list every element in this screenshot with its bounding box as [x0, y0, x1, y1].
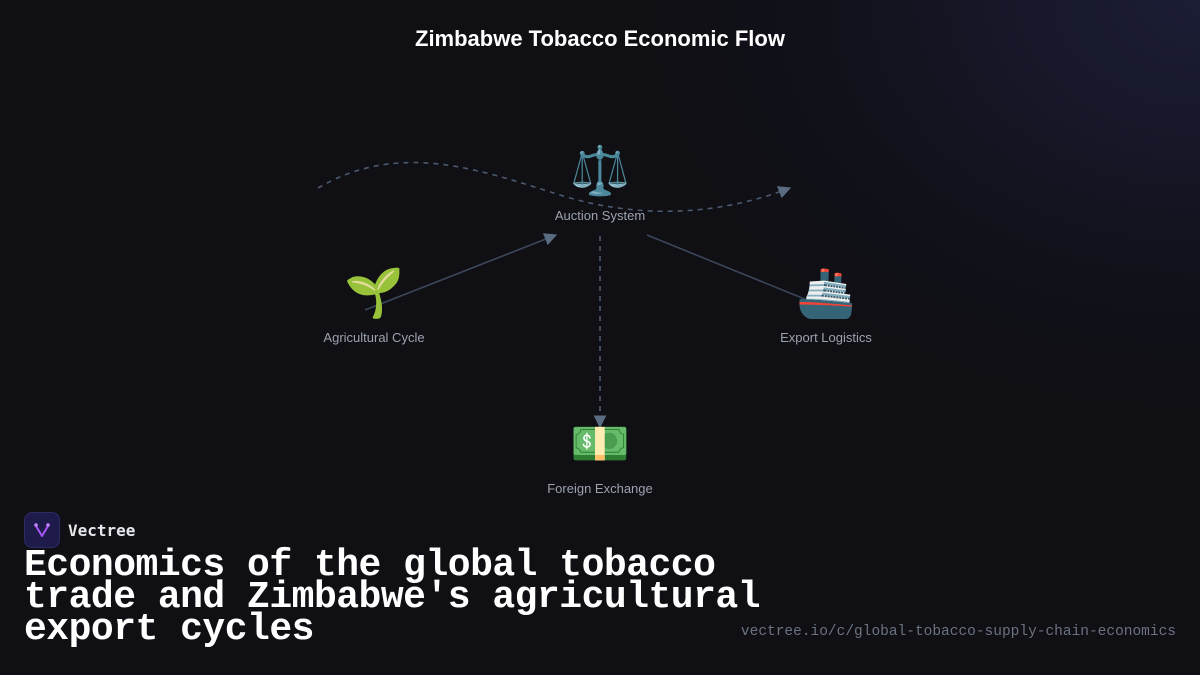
node-label: Export Logistics [780, 330, 872, 345]
node-label: Agricultural Cycle [323, 330, 425, 345]
page-url[interactable]: vectree.io/c/global-tobacco-supply-chain… [740, 624, 1176, 640]
balance-scale-icon: ⚖️ [570, 145, 630, 198]
node-export-logistics[interactable]: 🚢 Export Logistics [746, 266, 906, 345]
diagram-title: Zimbabwe Tobacco Economic Flow [415, 26, 785, 51]
headline: Economics of the global tobacco trade an… [24, 544, 761, 651]
node-foreign-exchange[interactable]: 💵 Foreign Exchange [520, 417, 680, 496]
node-auction-system[interactable]: ⚖️ Auction System [520, 144, 680, 223]
node-label: Auction System [554, 208, 646, 223]
ship-icon: 🚢 [796, 267, 856, 320]
edge-auction-to-export [646, 234, 813, 303]
seedling-icon: 🌱 [344, 267, 404, 320]
edge-agri-to-auction [364, 233, 558, 311]
node-agricultural-cycle[interactable]: 🌱 Agricultural Cycle [294, 266, 454, 345]
edge-agri-to-export-curve [317, 161, 792, 213]
brand[interactable]: Vectree [24, 512, 135, 548]
vectree-logo-icon [24, 512, 60, 548]
node-label: Foreign Exchange [547, 481, 653, 496]
dollar-banknote-icon: 💵 [570, 418, 630, 471]
brand-name: Vectree [68, 520, 136, 540]
